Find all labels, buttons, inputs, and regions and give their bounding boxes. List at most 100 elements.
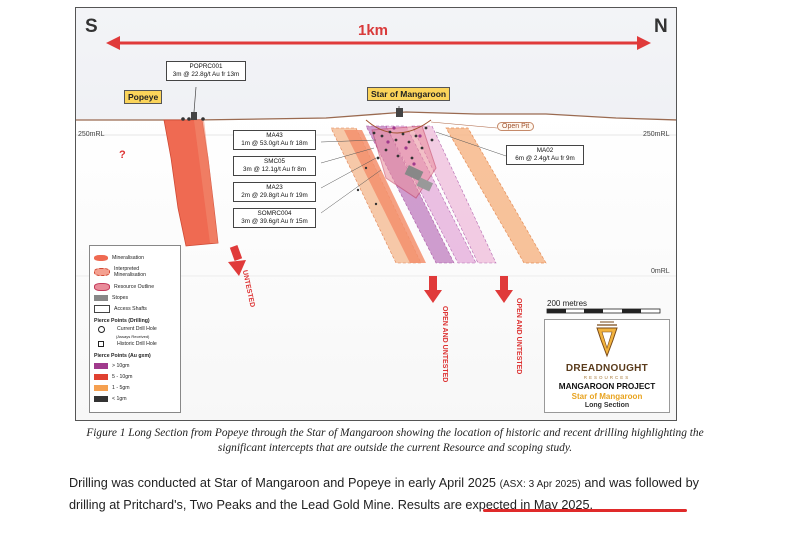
section-drawing — [76, 8, 676, 420]
lode-1 — [344, 130, 426, 263]
star-of-mangaroon-label: Star of Mangaroon — [367, 87, 451, 101]
logo-deposit: Star of Mangaroon — [571, 392, 643, 401]
legend-grade-4: < 1gm — [94, 395, 127, 403]
open-untested-arrow-1 — [424, 276, 442, 303]
rl-0-right: 0mRL — [651, 268, 670, 275]
popeye-drill-hole — [201, 117, 205, 121]
legend-note: (Assays Received) — [116, 333, 150, 339]
pierce-points-high-grade — [386, 126, 422, 166]
callout-result: 1m @ 53.0g/t Au fr 18m — [241, 140, 308, 148]
popeye-drill-hole — [187, 117, 191, 121]
legend-swatch — [94, 396, 108, 402]
callout-result: 2m @ 29.8g/t Au fr 19m — [241, 192, 308, 200]
paragraph-highlight: Results are expected in May 2025. — [397, 498, 594, 512]
callout-hole: POPRC001 — [189, 63, 223, 70]
legend-grade-3: 1 - 5gm — [94, 384, 130, 392]
legend-label: 5 - 10gm — [112, 374, 133, 380]
legend-swatch — [94, 363, 108, 369]
callout-ma23: MA23 2m @ 29.8g/t Au fr 19m — [233, 182, 316, 203]
popeye-drill-hole — [181, 117, 185, 121]
logo-company-name: DREADNOUGHT — [565, 363, 649, 374]
legend-swatch — [94, 268, 110, 276]
legend-grade-1: > 10gm — [94, 362, 129, 370]
ground — [76, 112, 676, 420]
legend-swatch — [94, 374, 108, 380]
popeye-callout-leader — [193, 86, 197, 113]
legend-label: < 1gm — [112, 396, 127, 402]
logo-section-type: Long Section — [584, 402, 630, 409]
legend-label: 1 - 5gm — [112, 385, 130, 391]
popeye-headframe-icon — [191, 112, 197, 120]
legend-current-hole: Current Drill Hole — [94, 325, 157, 333]
legend-interpreted: Interpreted Mineralisation — [94, 266, 164, 278]
open-untested-label-2: OPEN AND UNTESTED — [515, 298, 522, 375]
open-pit-outline — [365, 119, 432, 134]
legend-label: > 10gm — [112, 363, 130, 369]
legend-label: Mineralisation — [112, 255, 145, 261]
drill-traces — [320, 131, 507, 214]
callout-hole: SMC05 — [264, 158, 285, 165]
popeye-label: Popeye — [124, 90, 163, 104]
legend-label: Resource Outline — [114, 284, 155, 290]
legend: Mineralisation Interpreted Mineralisatio… — [89, 245, 181, 413]
scale-arrow-left — [106, 36, 120, 50]
stope — [416, 177, 434, 192]
legend-swatch — [98, 341, 104, 347]
paragraph-text-1: Drilling was conducted at Star of Mangar… — [69, 476, 500, 490]
callout-smc05: SMC05 3m @ 12.1g/t Au fr 8m — [233, 156, 316, 177]
star-headframe-icon — [396, 108, 403, 117]
logo-company-sub: RESOURCES — [583, 375, 631, 380]
callout-result: 6m @ 2.4g/t Au fr 9m — [515, 155, 575, 163]
legend-swatch — [94, 385, 108, 391]
legend-swatch — [98, 325, 105, 333]
legend-label: Stopes — [112, 295, 129, 301]
scale-bar-label: 200 metres — [547, 299, 588, 308]
legend-label: Interpreted Mineralisation — [114, 266, 147, 278]
logo-project: MANGAROON PROJECT — [558, 382, 656, 391]
asx-reference: (ASX: 3 Apr 2025) — [499, 479, 581, 490]
paragraph-text-2: and was followed by drilling at Pritchar… — [69, 476, 700, 512]
callout-result: 3m @ 39.6g/t Au fr 15m — [241, 218, 308, 226]
surface-line — [76, 111, 676, 121]
pierce-points — [356, 126, 434, 206]
open-untested-label-1: OPEN AND UNTESTED — [441, 306, 448, 383]
north-label: N — [654, 16, 668, 37]
callout-result: 3m @ 22.8g/t Au fr 13m — [172, 71, 240, 79]
callout-ma02: MA02 6m @ 2.4g/t Au fr 9m — [506, 145, 584, 166]
callout-poprc001: POPRC001 3m @ 22.8g/t Au fr 13m — [166, 61, 246, 82]
legend-mineralisation: Mineralisation — [94, 254, 144, 262]
unknown-marker: ? — [119, 149, 126, 161]
callout-ma43: MA43 1m @ 53.0g/t Au fr 18m — [233, 130, 316, 151]
callout-hole: MA43 — [266, 132, 283, 139]
legend-swatch — [94, 255, 108, 261]
callout-hole: MA23 — [266, 184, 283, 191]
callout-result: 3m @ 12.1g/t Au fr 8m — [242, 166, 307, 174]
untested-arrow — [228, 245, 246, 276]
open-untested-arrow-2 — [495, 276, 513, 303]
long-section-figure: S N 1km 250mRL 250mRL 0mRL Popeye Star o… — [75, 7, 677, 421]
legend-grade-2: 5 - 10gm — [94, 373, 132, 381]
legend-resource: Resource Outline — [94, 283, 154, 291]
popeye-interpreted — [194, 120, 218, 243]
callout-somrc004: SOMRC004 3m @ 39.6g/t Au fr 15m — [233, 208, 316, 229]
figure-caption: Figure 1 Long Section from Popeye throug… — [86, 427, 704, 454]
legend-shafts: Access Shafts — [94, 305, 147, 313]
south-label: S — [85, 16, 98, 37]
scale-arrow-right — [637, 36, 651, 50]
open-pit-leader — [430, 121, 498, 129]
scale-bar — [546, 308, 661, 314]
legend-label: Access Shafts — [114, 306, 147, 312]
rl-250-right: 250mRL — [643, 131, 670, 138]
lode-5 — [445, 127, 547, 264]
legend-swatch — [94, 283, 110, 291]
legend-historic-hole: Historic Drill Hole — [94, 340, 157, 348]
legend-heading-au: Pierce Points (Au gxm) — [94, 353, 151, 359]
dreadnought-emblem-icon — [596, 321, 618, 358]
stope — [404, 165, 424, 181]
dreadnought-logo-panel: DREADNOUGHT RESOURCES MANGAROON PROJECT … — [544, 319, 670, 413]
rl-250-left: 250mRL — [78, 131, 105, 138]
highlight-underline — [483, 509, 687, 512]
open-pit-label: Open Pit — [497, 122, 535, 131]
callout-hole: SOMRC004 — [257, 210, 292, 217]
legend-swatch — [94, 305, 110, 313]
